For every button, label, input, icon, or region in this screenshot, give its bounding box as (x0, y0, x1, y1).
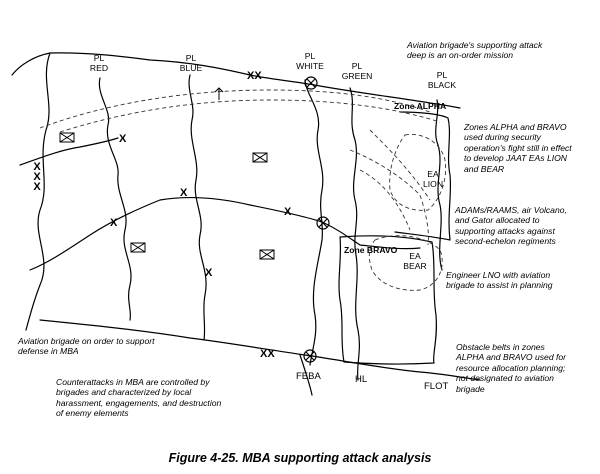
deep-attack-arc-inner (59, 99, 441, 133)
zone-alpha-label: Zone ALPHA (394, 101, 447, 111)
annotation-zones-jaat: Zones ALPHA and BRAVO used during securi… (464, 122, 572, 174)
upper-boundary-line (19, 137, 119, 166)
zone-alpha-outline (394, 111, 452, 241)
forward-line (249, 74, 461, 109)
annotation-aviation-deep: Aviation brigade's supporting attack dee… (407, 40, 543, 61)
annotation-engineer-lno: Engineer LNO with aviation brigade to as… (446, 270, 553, 291)
deep-attack-arc-outer (39, 89, 431, 129)
pl-white-marker-top (304, 76, 318, 90)
unit-symbols (59, 132, 275, 260)
top-left-outline (11, 52, 251, 76)
boundary-xx-top: XX (247, 70, 262, 82)
flot-label: FLOT (424, 381, 449, 392)
annotation-counterattacks: Counterattacks in MBA are controlled by … (56, 377, 222, 419)
ea-bear-label: EA BEAR (403, 251, 427, 272)
unit-symbol-4 (259, 249, 275, 260)
unit-symbol-2 (252, 152, 268, 163)
feba-marker (303, 349, 317, 363)
feba-line (299, 354, 313, 396)
ea-lion-outline (389, 133, 447, 211)
figure-caption: Figure 4-25. MBA supporting attack analy… (168, 451, 432, 465)
boundary-x-4: X (110, 217, 118, 229)
left-boundary-line (25, 52, 51, 331)
feba-label: FEBA (296, 371, 321, 382)
dashed-corridor-3 (359, 169, 411, 231)
pl-green-line (349, 87, 361, 381)
boundary-x-5: X (205, 267, 213, 279)
unit-symbol-1 (59, 132, 75, 143)
rear-boundary-line (39, 319, 481, 381)
pl-red-line (98, 77, 132, 321)
unit-symbol-3 (130, 242, 146, 253)
boundary-xx-bottom: XX (260, 348, 275, 360)
pl-red-label: PL RED (89, 53, 109, 73)
annotation-adams: ADAMs/RAAMS, air Volcano, and Gator allo… (455, 205, 567, 247)
zone-bravo-label: Zone BRAVO (344, 245, 398, 255)
center-boundary-line (29, 196, 421, 271)
boundary-x-3: X (284, 206, 292, 218)
pl-green-label: PL GREEN (341, 61, 373, 81)
ea-lion-label: EA LION (422, 169, 444, 190)
pl-white-label: PL WHITE (296, 51, 324, 71)
zone-bravo-outline (338, 235, 438, 365)
boundary-x-1: X (119, 133, 127, 145)
direction-arrow-icon (214, 87, 224, 100)
pl-white-line (304, 79, 324, 366)
boundary-x-2: X (180, 187, 188, 199)
pl-blue-label: PL BLUE (179, 53, 203, 73)
pl-blue-line (188, 74, 207, 341)
pl-white-marker-mid (316, 216, 330, 230)
ea-bear-outline (368, 235, 443, 291)
dashed-corridor-2 (369, 129, 431, 201)
annotation-aviation-mba: Aviation brigade on order to support def… (18, 336, 155, 357)
hl-label: HL (355, 374, 368, 385)
boundary-xxx-left: X X X (33, 161, 41, 193)
pl-black-label: PL BLACK (427, 70, 457, 90)
annotation-obstacle-belts: Obstacle belts in zones ALPHA and BRAVO … (456, 342, 567, 394)
dashed-corridor-1 (349, 149, 429, 246)
